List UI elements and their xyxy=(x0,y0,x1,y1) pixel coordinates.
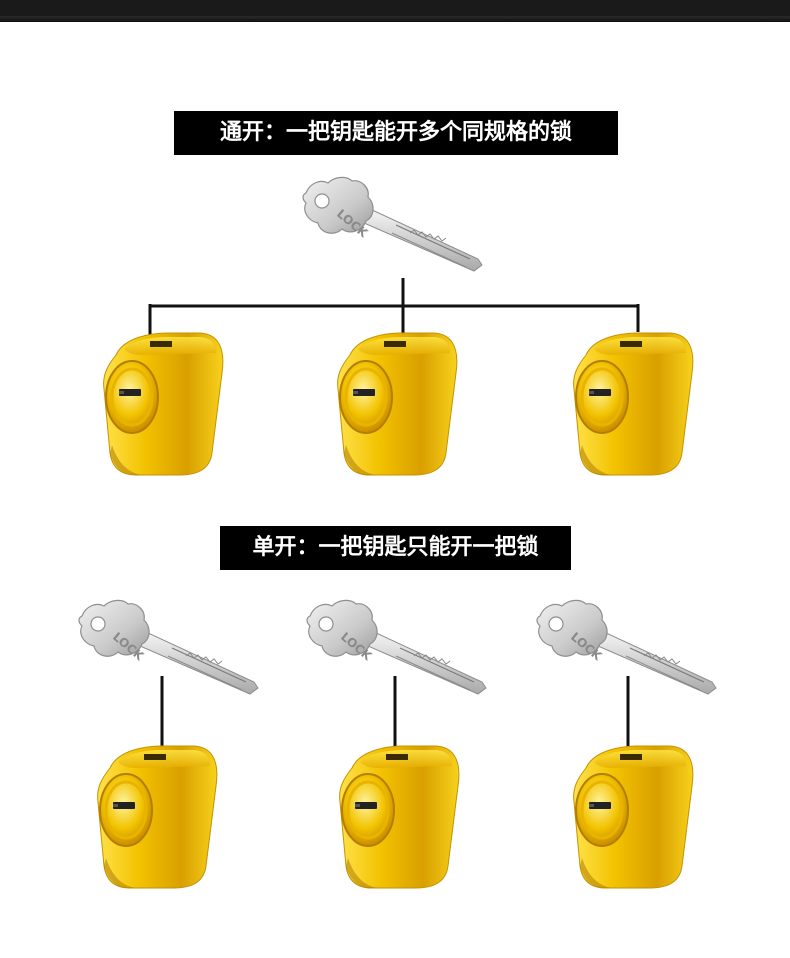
single-connector-lines xyxy=(160,676,630,748)
master-key xyxy=(302,176,483,272)
master-connector-lines xyxy=(148,278,640,342)
master-key-heading: 通开：一把钥匙能开多个同规格的锁 xyxy=(174,111,618,155)
master-lock-2 xyxy=(336,331,459,477)
top-decorative-band xyxy=(0,0,790,22)
master-lock-1 xyxy=(102,331,225,477)
single-lock-1 xyxy=(96,744,219,890)
single-key-1 xyxy=(78,599,259,695)
single-lock-3 xyxy=(572,744,695,890)
master-lock-3 xyxy=(572,331,695,477)
single-key-heading: 单开：一把钥匙只能开一把锁 xyxy=(220,526,571,570)
single-lock-2 xyxy=(338,744,461,890)
